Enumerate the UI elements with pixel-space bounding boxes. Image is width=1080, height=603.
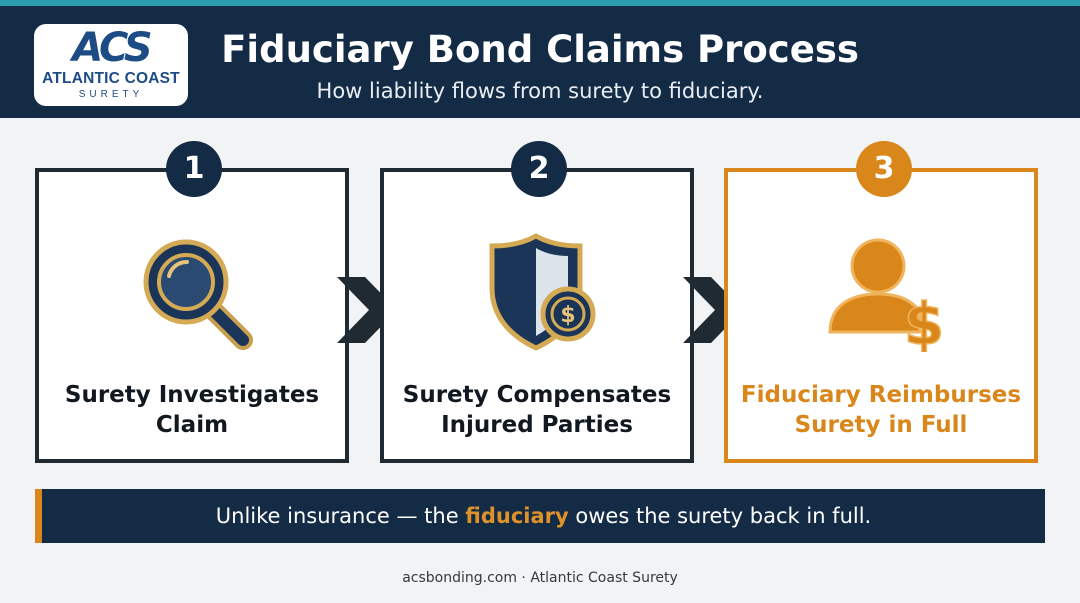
step-label-2: Surety Compensates Injured Parties xyxy=(394,380,680,440)
banner-accent-bar xyxy=(35,489,42,543)
step-label-3-line1: Fiduciary Reimburses xyxy=(740,382,1022,408)
logo-name: ATLANTIC COAST xyxy=(42,70,180,87)
banner-highlight: fiduciary xyxy=(465,504,569,528)
step-card-2: $ Surety Compensates Injured Parties xyxy=(380,168,694,463)
banner-text: Unlike insurance — the fiduciary owes th… xyxy=(42,489,1045,543)
banner-text-before: Unlike insurance — the xyxy=(215,504,466,528)
step-badge-3: 3 xyxy=(856,141,912,197)
page-title: Fiduciary Bond Claims Process xyxy=(221,28,859,71)
step-card-1: Surety Investigates Claim xyxy=(35,168,349,463)
step-label-3-line2: Surety in Full xyxy=(794,412,968,438)
magnifying-glass-icon xyxy=(143,239,253,350)
step-card-3: $ Fiduciary Reimburses Surety in Full xyxy=(724,168,1038,463)
key-point-banner: Unlike insurance — the fiduciary owes th… xyxy=(35,489,1045,543)
step-label-1-line2: Claim xyxy=(155,412,229,438)
page-subtitle: How liability flows from surety to fiduc… xyxy=(316,79,764,103)
svg-text:$: $ xyxy=(560,303,575,328)
person-dollar-icon: $ xyxy=(828,238,945,352)
top-accent-strip xyxy=(0,0,1080,6)
step-label-2-line1: Surety Compensates xyxy=(402,382,672,408)
shield-dollar-icon: $ xyxy=(489,233,596,351)
step-badge-1: 1 xyxy=(166,141,222,197)
header-band: ACS ATLANTIC COAST SURETY Fiduciary Bond… xyxy=(0,6,1080,118)
footer-credit: acsbonding.com · Atlantic Coast Surety xyxy=(402,570,678,586)
step-label-1: Surety Investigates Claim xyxy=(49,380,335,440)
logo-mark: ACS xyxy=(72,25,152,71)
step-label-2-line2: Injured Parties xyxy=(441,412,633,438)
step-badge-2: 2 xyxy=(511,141,567,197)
company-logo: ACS ATLANTIC COAST SURETY xyxy=(34,24,188,106)
svg-text:$: $ xyxy=(904,290,944,352)
logo-subname: SURETY xyxy=(78,89,144,100)
step-label-1-line1: Surety Investigates xyxy=(64,382,320,408)
step-label-3: Fiduciary Reimburses Surety in Full xyxy=(738,380,1024,440)
banner-text-after: owes the surety back in full. xyxy=(568,504,872,528)
